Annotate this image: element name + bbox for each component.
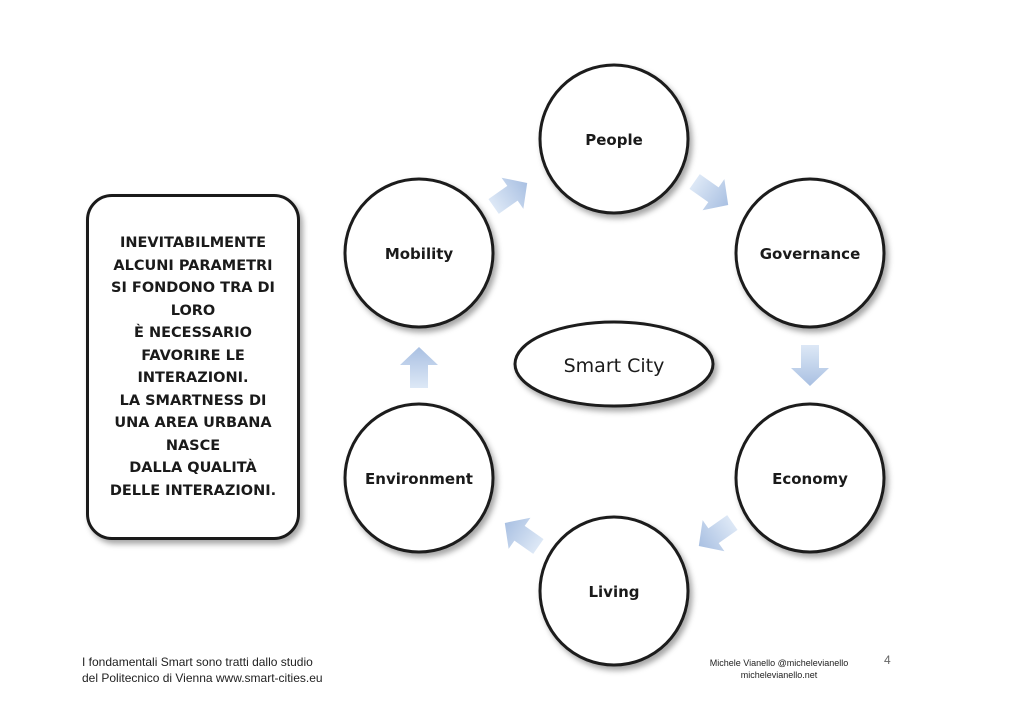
- note-line: INTERAZIONI.: [137, 370, 249, 386]
- note-line: FAVORIRE LE: [141, 347, 245, 364]
- note-line: DELLE INTERAZIONI.: [109, 482, 277, 499]
- arrow-environment-to-mobility: [400, 347, 438, 388]
- node-environment-label: Environment: [365, 470, 473, 488]
- node-governance: Governance: [734, 177, 886, 329]
- arrow-economy-to-living: [698, 515, 738, 552]
- node-people-label: People: [585, 131, 643, 149]
- arrow-governance-to-economy: [791, 345, 829, 386]
- arrow-mobility-to-people: [488, 177, 528, 214]
- footer-source-line: I fondamentali Smart sono tratti dallo s…: [82, 655, 313, 669]
- footer-source-line: del Politecnico di Vienna www.smart-citi…: [82, 671, 323, 685]
- node-mobility: Mobility: [343, 177, 495, 329]
- note-line: INEVITABILMENTE: [120, 235, 266, 251]
- page-number: 4: [884, 653, 891, 667]
- node-mobility-label: Mobility: [385, 245, 454, 263]
- node-economy: Economy: [734, 402, 886, 554]
- arrow-people-to-governance: [689, 174, 729, 211]
- note-line: È NECESSARIO: [134, 325, 252, 341]
- footer-author: Michele Vianello @michelevianello michel…: [690, 657, 868, 681]
- note-text: INEVITABILMENTE ALCUNI PARAMETRI SI FOND…: [110, 232, 276, 502]
- node-living-label: Living: [588, 583, 639, 601]
- footer-author-line: Michele Vianello @michelevianello: [709, 658, 849, 668]
- note-line: DALLA QUALITÀ: [129, 460, 257, 476]
- node-economy-label: Economy: [772, 470, 848, 488]
- note-line: ALCUNI PARAMETRI: [113, 257, 273, 274]
- note-line: UNA AREA URBANA: [114, 415, 272, 431]
- center-node-label: Smart City: [564, 355, 665, 377]
- node-governance-label: Governance: [760, 245, 861, 263]
- center-node: Smart City: [513, 320, 715, 408]
- node-living: Living: [538, 515, 690, 667]
- footer-source: I fondamentali Smart sono tratti dallo s…: [82, 654, 323, 686]
- note-line: SI FONDONO TRA DI: [111, 280, 275, 296]
- note-line: LA SMARTNESS DI: [119, 392, 267, 409]
- arrow-living-to-environment: [504, 517, 544, 554]
- note-box: INEVITABILMENTE ALCUNI PARAMETRI SI FOND…: [86, 194, 300, 540]
- note-line: LORO: [170, 302, 216, 319]
- footer-author-website: michelevianello.net: [740, 670, 818, 680]
- node-environment: Environment: [343, 402, 495, 554]
- note-line: NASCE: [165, 437, 221, 454]
- node-people: People: [538, 63, 690, 215]
